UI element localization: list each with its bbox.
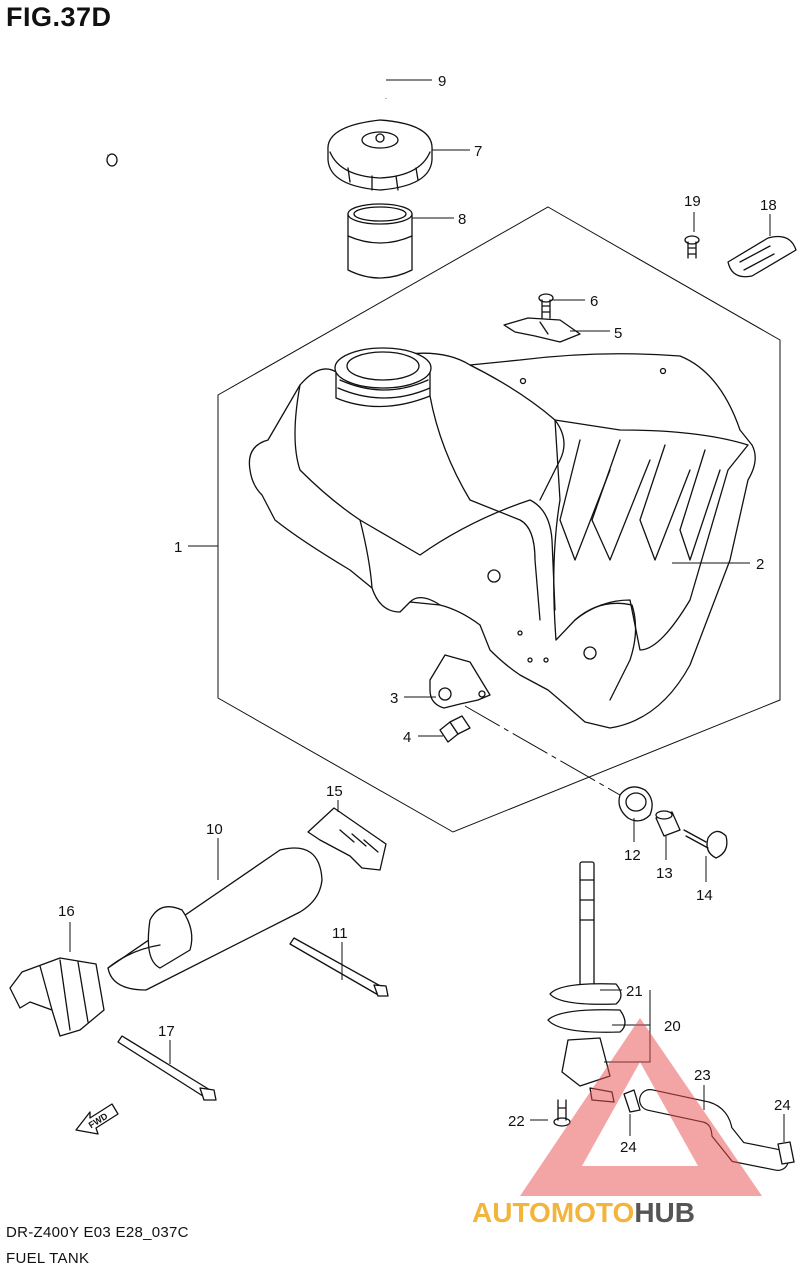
part-9-breather-hose — [105, 39, 391, 167]
section-name: FUEL TANK — [6, 1250, 90, 1267]
watermark-triangle-icon — [520, 1018, 762, 1196]
callout-13: 13 — [656, 865, 673, 882]
part-12-grommet — [618, 786, 653, 822]
part-11-strap — [289, 937, 389, 997]
callout-11: 11 — [332, 925, 348, 942]
part-16-cushion — [9, 957, 105, 1037]
part-6-screw — [538, 293, 554, 319]
part-22-screw — [553, 1099, 571, 1127]
assembly-outline — [217, 206, 781, 833]
part-18-clip — [727, 235, 797, 278]
watermark-logo — [520, 1018, 762, 1196]
part-3-bracket — [429, 654, 491, 709]
watermark-part2: HUB — [634, 1197, 695, 1228]
callout-23: 23 — [694, 1067, 711, 1084]
part-8-cap-ring — [347, 203, 413, 279]
callout-20: 20 — [664, 1018, 681, 1035]
callout-1: 1 — [174, 539, 182, 556]
callout-24a: 24 — [620, 1139, 637, 1156]
callout-24b: 24 — [774, 1097, 791, 1114]
callout-6: 6 — [590, 293, 598, 310]
part-24-clamp — [623, 1089, 795, 1165]
callout-16: 16 — [58, 903, 75, 920]
callout-12: 12 — [624, 847, 641, 864]
part-15-cushion — [307, 807, 387, 871]
callout-3: 3 — [390, 690, 398, 707]
watermark-text: AUTOMOTOHUB — [472, 1197, 695, 1228]
callout-9: 9 — [438, 73, 446, 90]
model-code: DR-Z400Y E03 E28_037C — [6, 1224, 189, 1241]
callouts: 1 2 3 4 5 6 7 8 9 10 11 12 13 14 15 16 1… — [58, 73, 791, 1156]
figure-title: FIG.37D — [6, 2, 112, 32]
callout-17: 17 — [158, 1023, 175, 1040]
callout-19: 19 — [684, 193, 701, 210]
fwd-arrow — [75, 1103, 119, 1135]
callout-22: 22 — [508, 1113, 525, 1130]
part-17-strap — [117, 1035, 217, 1101]
callout-15: 15 — [326, 783, 343, 800]
part-4-bolt — [439, 715, 471, 743]
callout-10: 10 — [206, 821, 223, 838]
callout-21: 21 — [626, 983, 643, 1000]
callout-4: 4 — [403, 729, 411, 746]
callout-18: 18 — [760, 197, 777, 214]
part-19-screw — [684, 235, 700, 259]
callout-2: 2 — [756, 556, 764, 573]
watermark-part1: AUTOMOTO — [472, 1197, 634, 1228]
part-1-fuel-tank — [248, 347, 756, 729]
leader-lines — [69, 79, 785, 1142]
part-23-fuel-hose — [639, 1089, 789, 1171]
part-13-collar — [655, 810, 681, 837]
part-10-tube — [107, 847, 323, 991]
callout-5: 5 — [614, 325, 622, 342]
part-2-tank-side-panel — [553, 419, 749, 701]
part-5-bracket-plate — [503, 317, 581, 343]
callout-7: 7 — [474, 143, 482, 160]
callout-14: 14 — [696, 887, 713, 904]
part-14-bolt — [683, 829, 728, 859]
callout-8: 8 — [458, 211, 466, 228]
part-7-fuel-cap — [327, 119, 433, 191]
